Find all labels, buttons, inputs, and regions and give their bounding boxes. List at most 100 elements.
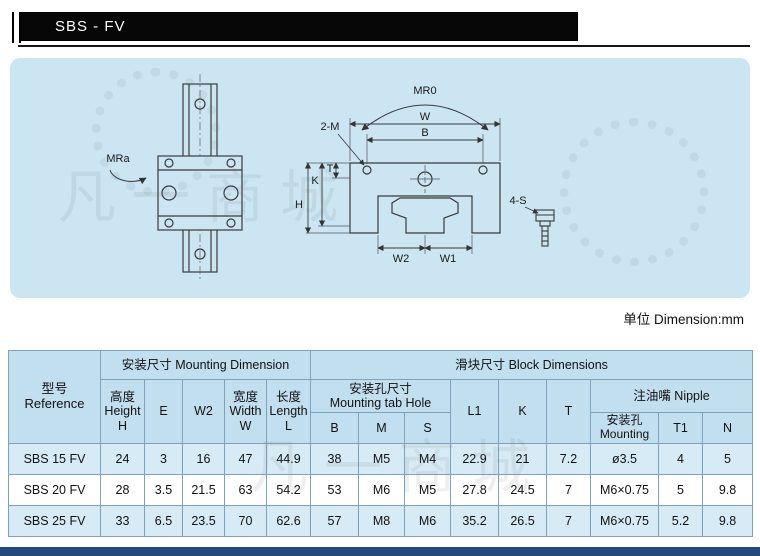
cell-mount: M6×0.75 <box>590 474 659 506</box>
col-header-width-en: Width <box>229 404 262 419</box>
cell-w: 63 <box>224 474 267 506</box>
cell-m: M8 <box>358 505 405 537</box>
cell-b: 38 <box>310 443 359 475</box>
technical-drawing: MRa MR0 W B 2-M H K <box>106 74 555 282</box>
col-header-length-sym: L <box>285 418 292 433</box>
cell-l: 54.2 <box>266 474 311 506</box>
cell-k: 26.5 <box>498 505 547 537</box>
page-title-text: SBS - FV <box>55 18 126 35</box>
col-header-nipple-mounting: 安装孔 Mounting <box>590 412 659 444</box>
cell-h: 33 <box>100 505 145 537</box>
col-header-width-sym: W <box>239 418 252 433</box>
moment-arc <box>361 104 489 131</box>
dimension-table: 型号 Reference 安装尺寸 Mounting Dimension 滑块尺… <box>8 350 754 537</box>
col-header-s: S <box>404 412 451 444</box>
col-header-reference-zh: 型号 <box>41 381 68 397</box>
col-header-k: K <box>498 379 547 444</box>
cell-t1: 5.2 <box>658 505 703 537</box>
col-header-width: 宽度 Width W <box>224 379 267 444</box>
cell-m: M6 <box>358 474 405 506</box>
cell-k: 24.5 <box>498 474 547 506</box>
cell-model: SBS 20 FV <box>8 474 101 506</box>
dim-label-mr0: MR0 <box>413 85 436 97</box>
col-header-reference: 型号 Reference <box>8 350 101 444</box>
col-header-l1: L1 <box>450 379 499 444</box>
dim-label-w2: W2 <box>393 253 410 265</box>
cell-h: 24 <box>100 443 145 475</box>
dim-label-4s: 4-S <box>509 195 526 207</box>
cell-s: M4 <box>404 443 451 475</box>
cell-l: 62.6 <box>266 505 311 537</box>
col-header-height-sym: H <box>117 418 128 433</box>
cell-l: 44.9 <box>266 443 311 475</box>
cell-s: M6 <box>404 505 451 537</box>
col-header-t: T <box>546 379 591 444</box>
col-header-width-zh: 宽度 <box>232 389 258 404</box>
cell-b: 53 <box>310 474 359 506</box>
cell-t: 7 <box>546 474 591 506</box>
dim-label-mra: MRa <box>106 153 130 165</box>
dim-label-k: K <box>311 175 319 187</box>
leader-line <box>337 133 365 166</box>
dim-label-2m: 2-M <box>321 121 340 133</box>
col-header-length-en: Length <box>269 404 308 419</box>
cell-model: SBS 15 FV <box>8 443 101 475</box>
col-header-height-zh: 高度 <box>109 389 135 404</box>
cell-w2: 23.5 <box>182 505 225 537</box>
dim-label-h: H <box>295 199 303 211</box>
cell-model: SBS 25 FV <box>8 505 101 537</box>
cell-t: 7.2 <box>546 443 591 475</box>
cell-mount: ø3.5 <box>590 443 659 475</box>
grease-nipple-drawing <box>535 209 555 247</box>
cell-e: 3 <box>144 443 183 475</box>
col-group-block-dimensions: 滑块尺寸 Block Dimensions <box>309 350 754 380</box>
col-group-mounting-tab-hole-zh: 安装孔尺寸 <box>349 381 412 396</box>
cell-n: 5 <box>701 443 754 475</box>
col-group-mounting-dimension: 安装尺寸 Mounting Dimension <box>100 350 311 380</box>
cell-e: 3.5 <box>144 474 183 506</box>
footer-bar <box>0 547 760 556</box>
cell-n: 9.8 <box>701 505 754 537</box>
cell-mount: M6×0.75 <box>590 505 659 537</box>
cell-w2: 16 <box>182 443 225 475</box>
col-group-mounting-tab-hole-en: Mounting tab Hole <box>329 396 432 410</box>
dim-label-w: W <box>420 111 431 123</box>
col-header-w2: W2 <box>182 379 225 444</box>
col-header-m: M <box>358 412 405 444</box>
col-group-nipple: 注油嘴 Nipple <box>589 379 754 413</box>
col-header-n: N <box>701 412 754 444</box>
cell-w2: 21.5 <box>182 474 225 506</box>
col-header-reference-en: Reference <box>24 396 85 411</box>
cell-e: 6.5 <box>144 505 183 537</box>
col-group-mounting-tab-hole: 安装孔尺寸 Mounting tab Hole <box>310 379 451 413</box>
col-header-height: 高度 Height H <box>100 379 145 444</box>
dim-label-b: B <box>421 127 428 139</box>
col-header-b: B <box>310 412 359 444</box>
table-row: SBS 15 FV 24 3 16 47 44.9 38 M5 M4 22.9 … <box>8 443 754 475</box>
moment-arrow <box>109 169 147 185</box>
dim-label-t: T <box>327 163 334 175</box>
col-header-height-en: Height <box>104 404 141 419</box>
cell-s: M5 <box>404 474 451 506</box>
col-header-t1: T1 <box>658 412 703 444</box>
cell-t1: 5 <box>658 474 703 506</box>
page-title: SBS - FV <box>20 12 578 41</box>
col-header-length-zh: 长度 <box>275 389 301 404</box>
table-row: SBS 20 FV 28 3.5 21.5 63 54.2 53 M6 M5 2… <box>8 474 754 506</box>
table-row: SBS 25 FV 33 6.5 23.5 70 62.6 57 M8 M6 3… <box>8 505 754 537</box>
col-header-nipple-mounting-en: Mounting <box>599 427 650 441</box>
col-header-nipple-mounting-zh: 安装孔 <box>606 413 643 428</box>
cell-m: M5 <box>358 443 405 475</box>
cell-h: 28 <box>100 474 145 506</box>
cell-l1: 35.2 <box>450 505 499 537</box>
cell-w: 70 <box>224 505 267 537</box>
diagram-panel: MRa MR0 W B 2-M H K <box>10 58 750 298</box>
cell-w: 47 <box>224 443 267 475</box>
cell-l1: 22.9 <box>450 443 499 475</box>
cell-t: 7 <box>546 505 591 537</box>
dim-label-w1: W1 <box>440 253 457 265</box>
cell-k: 21 <box>498 443 547 475</box>
units-note: 单位 Dimension:mm <box>623 312 744 327</box>
cell-t1: 4 <box>658 443 703 475</box>
cell-l1: 27.8 <box>450 474 499 506</box>
